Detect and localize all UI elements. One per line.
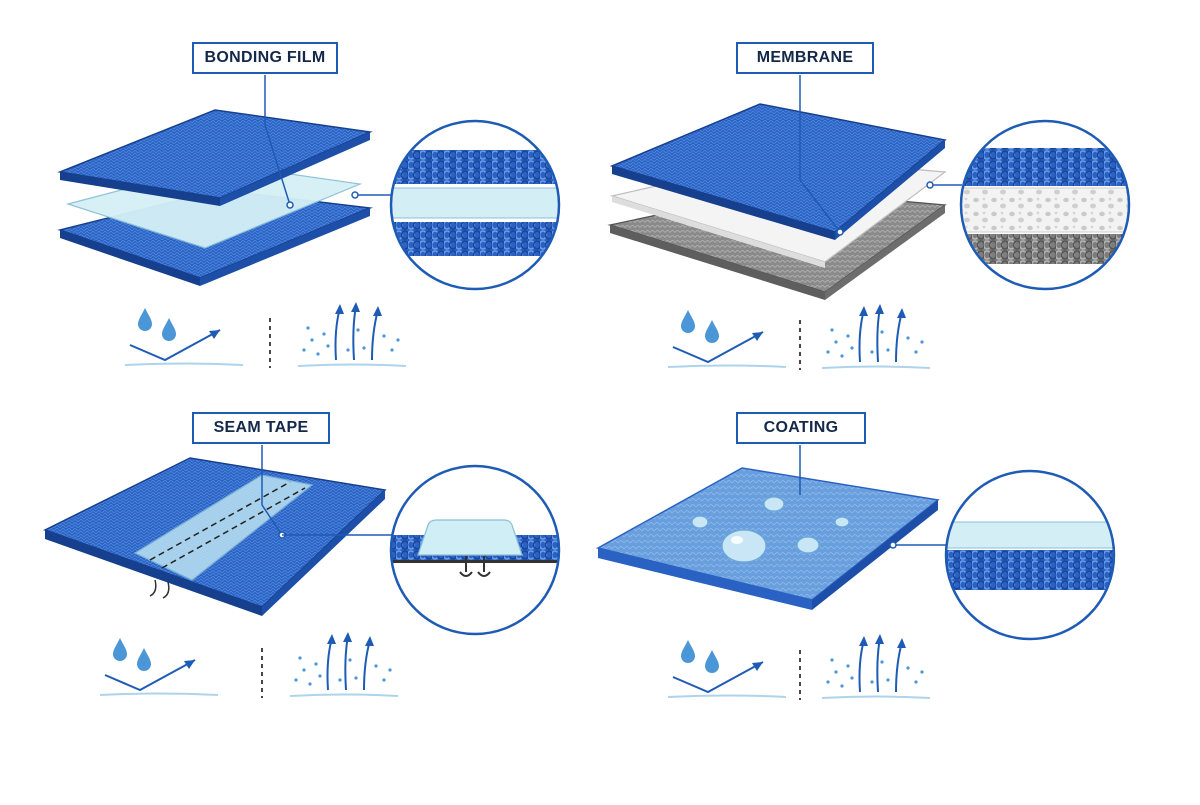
coating-label: COATING xyxy=(736,412,866,444)
coating-magnifier xyxy=(944,469,1116,641)
membrane-stack xyxy=(607,103,947,300)
panel-bonding-film xyxy=(57,75,561,368)
panel-membrane xyxy=(607,75,1131,370)
seam-tape-fabric xyxy=(43,457,387,616)
membrane-callout xyxy=(799,75,962,236)
bonding-film-callout xyxy=(264,75,392,209)
bonding-film-stack xyxy=(57,109,373,286)
vapor-breathable-icon xyxy=(297,302,407,367)
bonding-film-magnifier xyxy=(389,119,561,291)
seam-tape-label: SEAM TAPE xyxy=(192,412,330,444)
coating-callout xyxy=(799,445,947,549)
vapor-breathable-icon xyxy=(821,634,931,699)
panel-coating xyxy=(595,445,1116,700)
water-drop-deflect-icon xyxy=(99,638,219,696)
membrane-label: MEMBRANE xyxy=(736,42,874,74)
vapor-breathable-icon xyxy=(289,632,399,697)
bonding-film-label: BONDING FILM xyxy=(192,42,338,74)
water-drop-deflect-icon xyxy=(667,310,787,368)
membrane-magnifier xyxy=(959,119,1131,291)
panel-seam-tape xyxy=(43,445,561,698)
water-bead-icon xyxy=(691,496,850,563)
water-drop-deflect-icon xyxy=(124,308,244,366)
seam-tape-magnifier xyxy=(389,464,561,636)
coating-fabric xyxy=(595,467,940,610)
vapor-breathable-icon xyxy=(821,304,931,369)
seam-tape-callout xyxy=(261,445,392,539)
water-drop-deflect-icon xyxy=(667,640,787,698)
